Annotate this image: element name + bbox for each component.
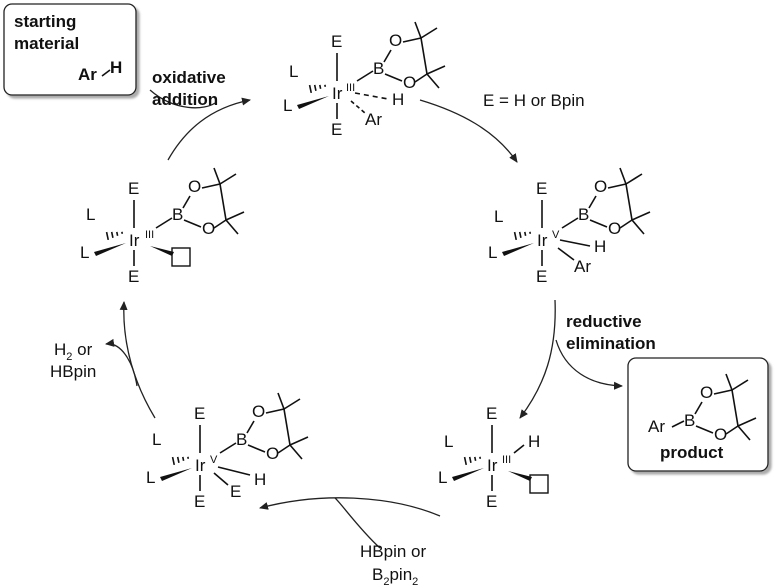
product-aryl: Ar bbox=[648, 417, 665, 436]
l-ligand: L bbox=[444, 432, 453, 451]
iridium-atom: Ir bbox=[195, 456, 206, 475]
hbpin-reagent: HBpin or bbox=[360, 542, 426, 561]
reductive-elimination-outgoing bbox=[555, 339, 623, 390]
vacant-site-icon bbox=[529, 474, 549, 494]
l-ligand: L bbox=[283, 96, 292, 115]
e-ligand: E bbox=[128, 267, 139, 286]
h2-outgoing bbox=[105, 338, 138, 387]
l-ligand: L bbox=[438, 468, 447, 487]
hydride: H bbox=[528, 432, 540, 451]
arene-label: Ar bbox=[78, 65, 97, 84]
e-definition: E = H or Bpin bbox=[483, 91, 585, 110]
e-ligand: E bbox=[331, 120, 342, 139]
aryl-group: Ar bbox=[365, 110, 382, 129]
iridium-atom: Ir bbox=[487, 456, 498, 475]
l-ligand: L bbox=[488, 243, 497, 262]
product-box: Ar product bbox=[627, 357, 769, 472]
elimination-label: elimination bbox=[566, 334, 656, 353]
oxidation-state: V bbox=[552, 229, 560, 241]
aryl-group: Ar bbox=[574, 257, 591, 276]
oxidative-label: oxidative bbox=[152, 68, 226, 87]
e-ligand: E bbox=[230, 482, 241, 501]
hbpin-incoming bbox=[334, 497, 381, 549]
cycle-arrow-to-bottom-left bbox=[259, 497, 441, 517]
iridium-atom: Ir bbox=[537, 231, 548, 250]
starting-material-box: starting material Ar H bbox=[3, 3, 137, 96]
iridium-atom: Ir bbox=[332, 84, 343, 103]
hydride: H bbox=[392, 90, 404, 109]
oxidation-state: III bbox=[145, 229, 154, 241]
e-ligand: E bbox=[194, 492, 205, 511]
l-ligand: L bbox=[494, 207, 503, 226]
e-ligand: E bbox=[194, 404, 205, 423]
h2-byproduct: H2 or bbox=[54, 340, 93, 363]
box-title-line1: starting bbox=[14, 12, 76, 31]
oxidative-addition-incoming bbox=[149, 89, 216, 109]
e-ligand: E bbox=[536, 179, 547, 198]
addition-label: addition bbox=[152, 90, 218, 109]
reductive-label: reductive bbox=[566, 312, 642, 331]
e-ligand: E bbox=[536, 267, 547, 286]
cycle-arrow-to-bottom-right bbox=[519, 299, 556, 419]
l-ligand: L bbox=[289, 62, 298, 81]
iridium-complex-bottom-left: Ir V E E L L H E bbox=[146, 392, 309, 511]
e-ligand: E bbox=[486, 492, 497, 511]
hydride: H bbox=[254, 470, 266, 489]
hbpin-byproduct: HBpin bbox=[50, 362, 96, 381]
product-label: product bbox=[660, 443, 724, 462]
oxidation-state: V bbox=[210, 454, 218, 466]
l-ligand: L bbox=[80, 243, 89, 262]
iridium-complex-left: Ir III E E L L bbox=[80, 167, 245, 286]
iridium-complex-right: Ir V E E L L H Ar bbox=[488, 167, 651, 286]
cycle-arrow-to-right bbox=[419, 99, 518, 163]
b2pin2-reagent: B2pin2 bbox=[372, 565, 418, 588]
oxidation-state: III bbox=[346, 82, 355, 94]
vacant-site-icon bbox=[171, 247, 191, 267]
hydride: H bbox=[594, 237, 606, 256]
iridium-complex-bottom-right: Ir III E E L L H bbox=[438, 404, 549, 511]
iridium-atom: Ir bbox=[129, 231, 140, 250]
oxidation-state: III bbox=[502, 454, 511, 466]
l-ligand: L bbox=[86, 205, 95, 224]
cycle-arrow-to-top bbox=[167, 97, 251, 161]
l-ligand: L bbox=[146, 468, 155, 487]
arene-hydrogen: H bbox=[110, 58, 122, 77]
box-title-line2: material bbox=[14, 34, 79, 53]
iridium-complex-top: Ir III E E L L H Ar bbox=[283, 21, 446, 139]
e-ligand: E bbox=[486, 404, 497, 423]
e-ligand: E bbox=[331, 32, 342, 51]
e-ligand: E bbox=[128, 179, 139, 198]
l-ligand: L bbox=[152, 430, 161, 449]
